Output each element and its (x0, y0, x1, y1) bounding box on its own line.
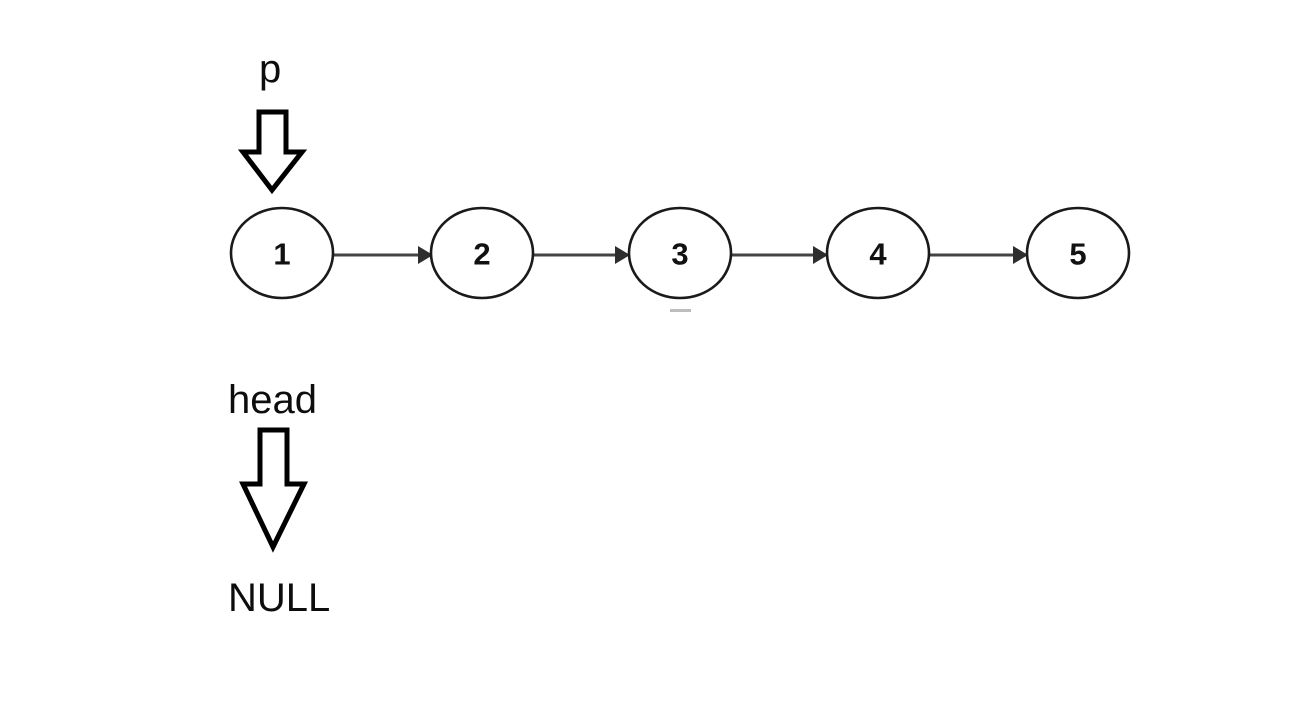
node-value-label: 3 (671, 237, 688, 272)
link-node4-to-node5 (930, 246, 1028, 264)
arrowhead-3-4 (813, 246, 828, 264)
arrowhead-1-2 (418, 246, 433, 264)
list-node-1[interactable]: 1 (229, 206, 335, 300)
link-group (334, 246, 1028, 264)
list-node-2[interactable]: 2 (429, 206, 535, 300)
null-terminal-label: NULL (228, 576, 330, 620)
link-node1-to-node2 (334, 246, 433, 264)
pointer-p-group: p (237, 47, 308, 195)
node-circle (627, 206, 733, 300)
node-value-label: 4 (869, 237, 887, 272)
pointer-head-down-arrow-icon (239, 427, 309, 553)
node-circle (429, 206, 535, 300)
arrowhead-2-3 (615, 246, 630, 264)
link-node2-to-node3 (534, 246, 630, 264)
node-circle (825, 206, 931, 300)
arrowhead-4-5 (1013, 246, 1028, 264)
pointer-head-label: head (228, 378, 317, 422)
node-value-label: 2 (473, 237, 490, 272)
list-node-4[interactable]: 4 (825, 206, 931, 300)
pointer-p-down-arrow-icon (237, 109, 308, 195)
pointer-p-label: p (259, 47, 281, 91)
list-node-3[interactable]: 3 (627, 206, 733, 300)
node-value-label: 1 (273, 237, 290, 272)
list-node-5[interactable]: 5 (1025, 206, 1131, 300)
node-value-label: 5 (1069, 237, 1086, 272)
link-node3-to-node4 (732, 246, 828, 264)
pointer-head-group: head NULL (228, 378, 330, 620)
node-circle (229, 206, 335, 300)
node-circle (1025, 206, 1131, 300)
node-group: 1 2 3 4 5 (229, 206, 1131, 300)
stray-dash-artifact (670, 309, 691, 312)
